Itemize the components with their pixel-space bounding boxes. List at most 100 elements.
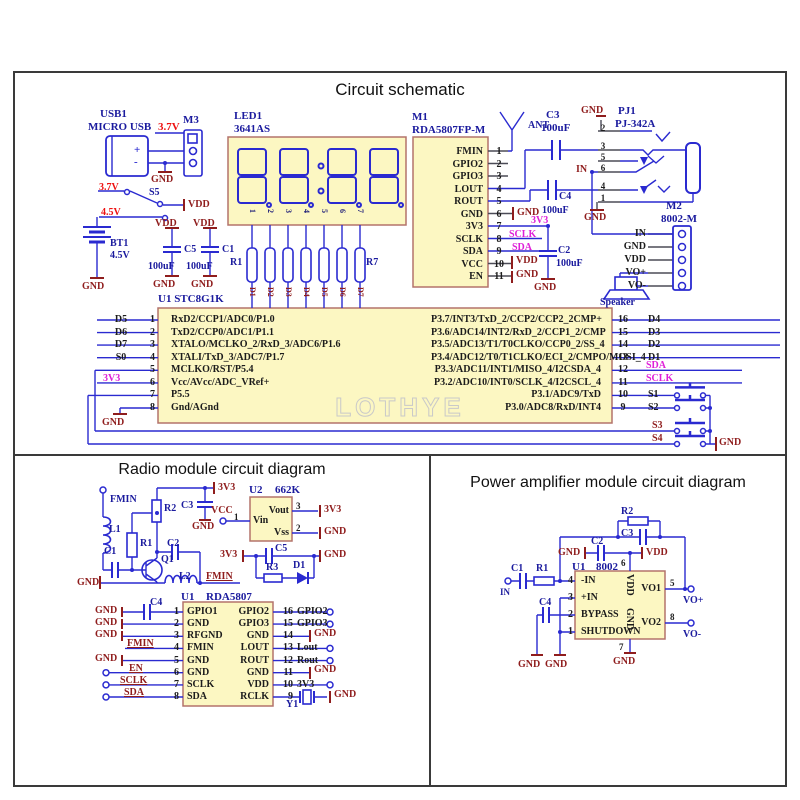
m2-ref: M2: [666, 200, 682, 212]
s5-ref: S5: [149, 187, 160, 198]
pwr-3v7: 3.7V: [99, 182, 119, 193]
amp-title: Power amplifier module circuit diagram: [470, 474, 746, 491]
s5-contact: [123, 188, 131, 196]
led-part: 3641AS: [234, 123, 271, 135]
ru1-sda: SDA: [124, 687, 145, 698]
s4-label: S4: [652, 433, 663, 444]
vo-plus-terminal: [687, 585, 695, 593]
amp-c2-gnd: GND: [558, 547, 581, 558]
s3-label: S3: [652, 420, 663, 431]
u2-3v3-net: 3V3: [324, 504, 342, 515]
speaker-label: Speaker: [600, 297, 635, 308]
chip-bodies: [157, 136, 666, 707]
c1-ref: C1: [222, 244, 235, 255]
amp-gnd-l2: GND: [545, 659, 568, 670]
r2-resistor: [151, 499, 162, 523]
amp-in: IN: [500, 587, 511, 597]
ru1-gnd14: GND: [314, 628, 337, 639]
usb-plus: +: [134, 144, 141, 156]
amp-c3: C3: [621, 528, 634, 539]
ru1-sclk: SCLK: [120, 675, 148, 686]
led-ref: LED1: [234, 110, 263, 122]
jack-body: [685, 142, 701, 194]
amp-pin6-num: 6: [621, 558, 626, 568]
m1-ref: M1: [412, 111, 428, 123]
amp-vo2: VO2: [641, 617, 661, 628]
r7-ref: R7: [366, 257, 379, 268]
l2-coil: [164, 574, 198, 584]
cap-plates: [111, 140, 647, 623]
amp-r1-resistor: [533, 576, 555, 586]
pj1-gnd-top: GND: [581, 105, 604, 116]
amp-r2-resistor: [627, 516, 649, 526]
ru1-gnd5: GND: [95, 653, 118, 664]
fmin-terminal: [99, 486, 107, 494]
c2-ref: C2: [558, 245, 571, 256]
pj1-pin-4: 4: [600, 181, 606, 191]
r3-resistor: [263, 573, 283, 583]
lednet-gnd: GND: [324, 549, 347, 560]
radio-r2: R2: [164, 503, 177, 514]
u2-vin: Vin: [253, 515, 269, 526]
bt1-val: 4.5V: [110, 250, 130, 261]
ru1-gnd1: GND: [95, 605, 118, 616]
lednet-r3: R3: [266, 562, 279, 573]
amp-vo1: VO1: [641, 583, 661, 594]
radio-fmin-net: FMIN: [206, 571, 233, 582]
c1-vdd: VDD: [193, 218, 215, 229]
radio-c2: C2: [167, 538, 180, 549]
main-title: Circuit schematic: [335, 80, 465, 99]
r1-ref: R1: [230, 257, 243, 268]
c4-val: 100uF: [542, 205, 569, 216]
pj1-part: PJ-342A: [615, 118, 656, 130]
wires-radio: [100, 487, 327, 698]
c3-ref: C3: [546, 109, 560, 121]
amp-u1-ref: U1: [572, 561, 586, 573]
mcu-ref: U1 STC8G1K: [158, 293, 224, 305]
ru1-en: EN: [129, 663, 143, 674]
c1-val: 100uF: [186, 261, 213, 272]
amp-pin8-num: 8: [670, 612, 675, 622]
pj1-pin-6: 6: [600, 163, 606, 173]
radio-l2: L2: [179, 571, 191, 582]
lednet-c5: C5: [275, 543, 288, 554]
watermark: LOTHYE: [335, 392, 465, 423]
radio-c3-gnd: GND: [192, 521, 215, 532]
radio-3v3-rail: 3V3: [218, 482, 236, 493]
u2-ref: U2: [249, 484, 263, 496]
pj1-pin-5: 5: [600, 152, 606, 162]
c3-val: 100uF: [541, 122, 571, 134]
buttons-gnd: GND: [719, 437, 742, 448]
amp-gnd-pin: GND: [624, 608, 635, 631]
amp-gnd-l1: GND: [518, 659, 541, 670]
c2-val: 100uF: [556, 258, 583, 269]
battery-symbol: [83, 226, 111, 238]
lednet-3v3: 3V3: [220, 549, 238, 560]
radio-vcc: VCC: [211, 505, 233, 516]
pj1-pin-2: 2: [600, 123, 606, 133]
c5-val: 100uF: [148, 261, 175, 272]
jack-arrow: [640, 186, 648, 194]
u2-pin2-num: 2: [296, 523, 301, 533]
y1-crystal: [302, 689, 312, 705]
radio-l1: L1: [109, 524, 121, 535]
amp-r1: R1: [536, 563, 549, 574]
c4-ref: C4: [559, 191, 572, 202]
mcu-sda-net: SDA: [646, 360, 667, 371]
mcu-gnd: GND: [102, 417, 125, 428]
u2-vout: Vout: [268, 505, 289, 516]
m1-sclk-net: SCLK: [509, 229, 537, 240]
radio-c3: C3: [181, 500, 194, 511]
radio-gnd-left: GND: [77, 577, 100, 588]
resistor-bank: [246, 247, 366, 283]
pj1-gnd-bot: GND: [584, 212, 607, 223]
m1-vdd-net: VDD: [516, 255, 538, 266]
amp-pin5-num: 5: [670, 578, 675, 588]
radio-title: Radio module circuit diagram: [118, 461, 326, 478]
radio-u1-ref: U1: [181, 591, 195, 603]
radio-r1: R1: [140, 538, 153, 549]
ru1-gnd11: GND: [314, 664, 337, 675]
c1-gnd: GND: [191, 279, 214, 290]
ru1-gnd3: GND: [95, 629, 118, 640]
m1-part: RDA5807FP-M: [412, 124, 486, 136]
